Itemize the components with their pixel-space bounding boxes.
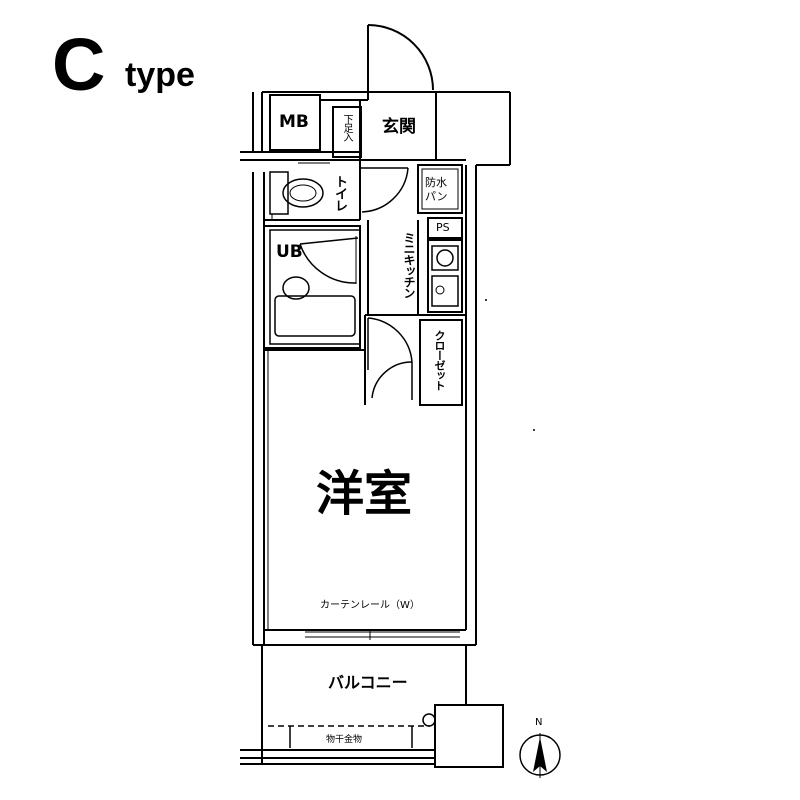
type-title-letter: C: [52, 23, 106, 106]
compass-north-label: N: [535, 717, 543, 728]
label-shoe-storage: 下足入: [341, 114, 352, 141]
mb-box: [269, 94, 321, 151]
compass-icon: [519, 733, 561, 778]
label-closet: クローゼット: [433, 330, 446, 390]
label-unit-bath: UB: [276, 242, 303, 262]
exterior-walls: [240, 91, 511, 646]
washer-pan: [417, 164, 463, 214]
label-entrance: 玄関: [382, 117, 416, 137]
toilet-room: [264, 160, 409, 221]
room-partitions: [264, 314, 466, 630]
label-laundry-pole: 物干金物: [326, 735, 363, 745]
label-mb: MB: [279, 112, 309, 132]
kitchen-counter: [367, 220, 463, 315]
type-title-suffix: type: [125, 56, 195, 94]
balcony-area: [240, 645, 504, 768]
label-washer-pan: 防水パン: [425, 176, 448, 203]
ps-box: [427, 217, 463, 239]
unit-bath: [263, 225, 361, 349]
entrance-door: [320, 24, 434, 101]
label-ps: PS: [436, 221, 450, 234]
label-curtain-rail: カーテンレール（W）: [320, 600, 420, 611]
label-balcony: バルコニー: [328, 673, 408, 692]
label-kitchen: ミニキッチン: [402, 232, 416, 298]
label-western-room: 洋室: [316, 466, 413, 522]
label-toilet: トイレ: [332, 175, 347, 211]
